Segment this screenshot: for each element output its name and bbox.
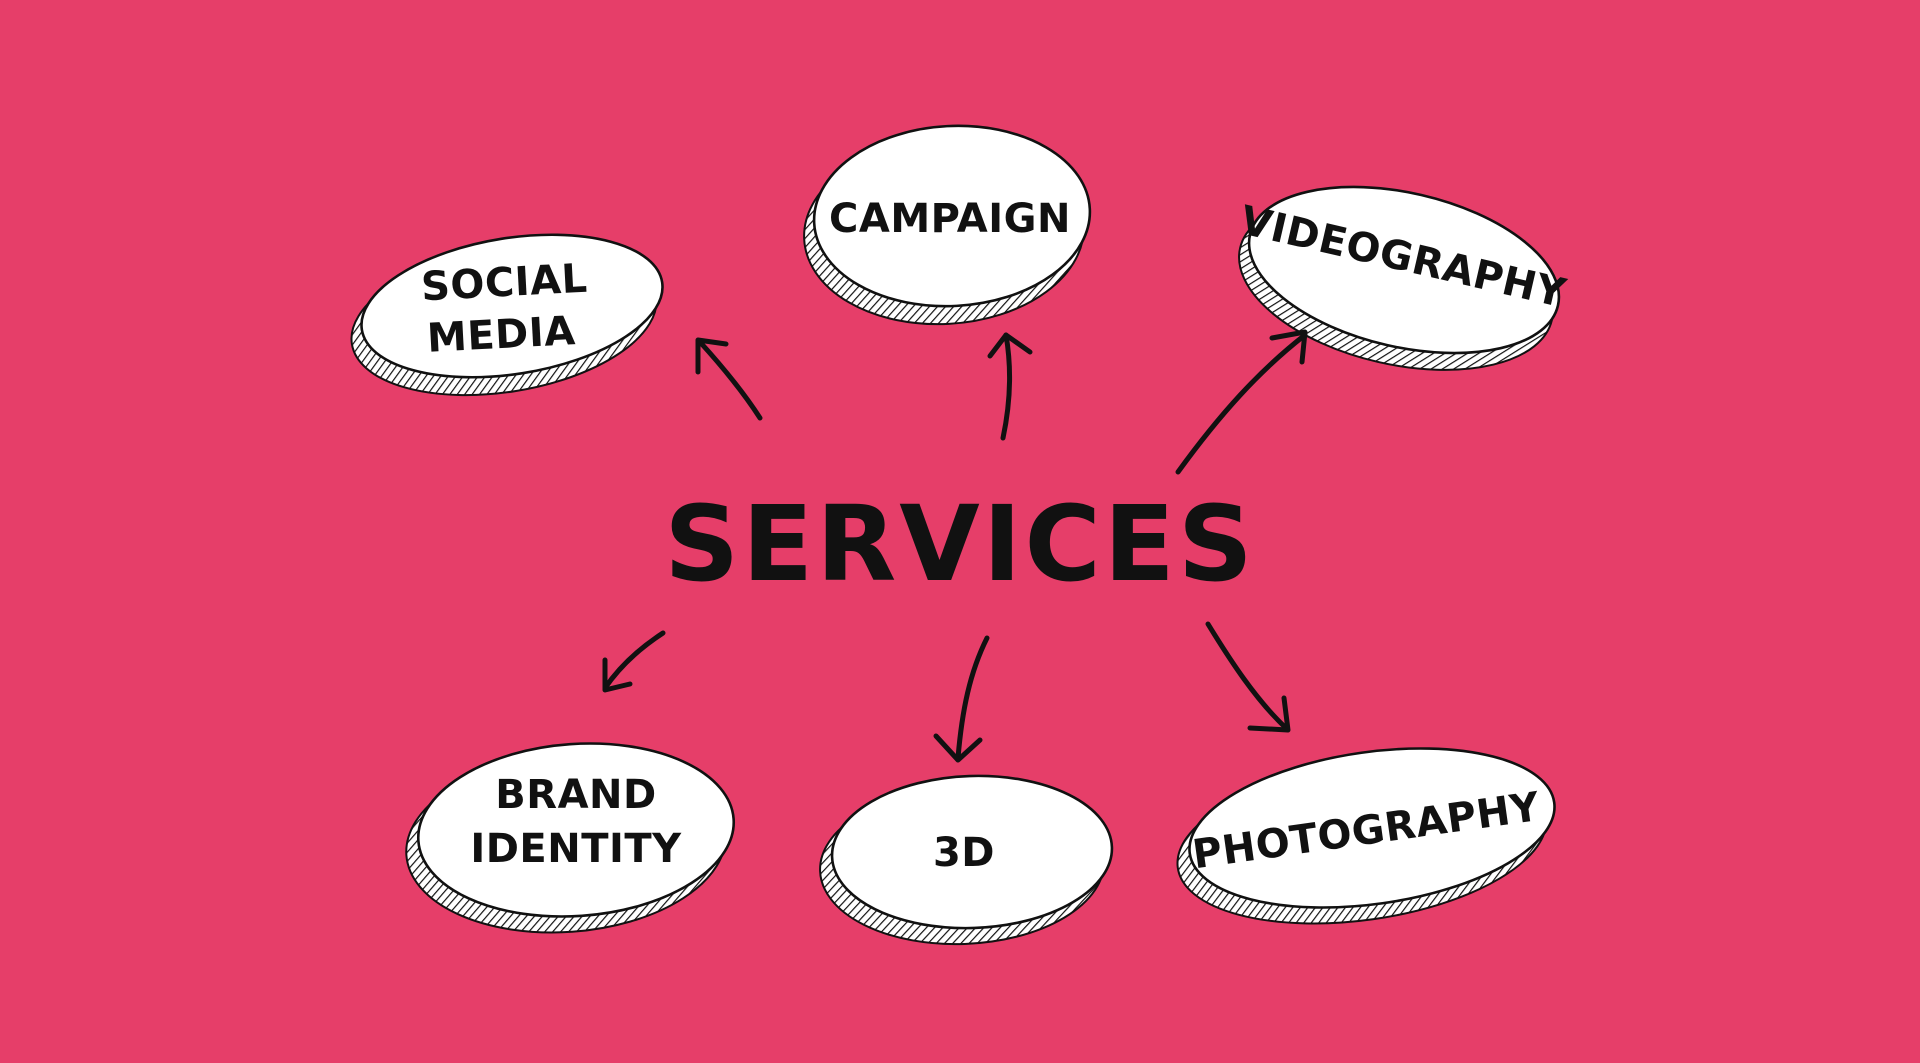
node-3d: 3D bbox=[819, 774, 1114, 946]
arrow-to-videography bbox=[1175, 329, 1308, 475]
node-photography: PHOTOGRAPHY bbox=[1176, 747, 1556, 925]
node-campaign-label: CAMPAIGN bbox=[829, 196, 1071, 242]
node-brand-identity-label-line2: IDENTITY bbox=[470, 826, 682, 872]
center-title: SERVICES bbox=[664, 483, 1255, 605]
node-3d-label: 3D bbox=[933, 830, 995, 876]
arrow-to-social-media bbox=[695, 337, 763, 421]
node-videography: VIDEOGRAPHY bbox=[1236, 185, 1570, 371]
arrow-to-campaign bbox=[987, 332, 1033, 441]
node-campaign: CAMPAIGN bbox=[803, 124, 1092, 326]
node-social-media-label-line1: SOCIAL bbox=[420, 256, 589, 311]
arrow-to-3d bbox=[933, 635, 990, 763]
arrow-to-photography bbox=[1205, 621, 1291, 733]
arrow-to-brand-identity bbox=[602, 630, 666, 693]
node-brand-identity: BRAND IDENTITY bbox=[405, 742, 736, 934]
node-brand-identity-label-line1: BRAND bbox=[495, 772, 656, 818]
node-social-media: SOCIAL MEDIA bbox=[350, 233, 664, 397]
node-social-media-label-line2: MEDIA bbox=[426, 308, 577, 362]
